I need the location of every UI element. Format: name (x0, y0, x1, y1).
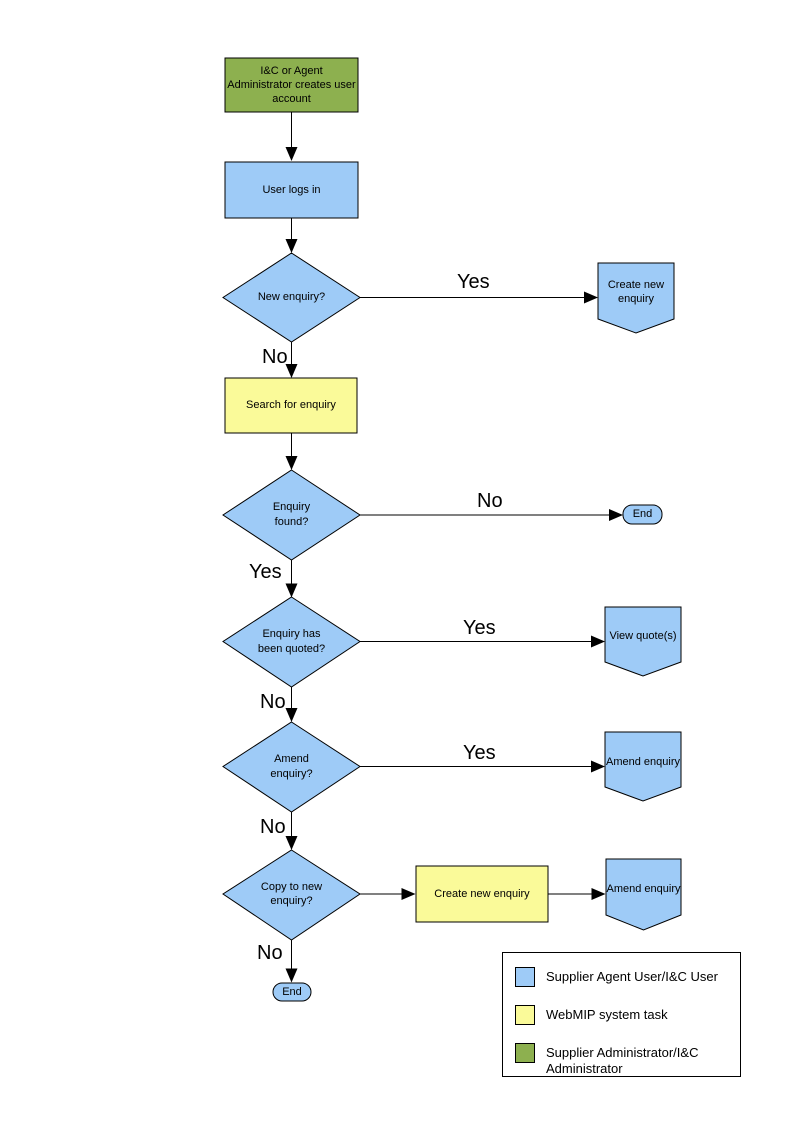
decision-copy-to-new-enquiry (222, 849, 361, 941)
offpage-amend-enquiry (604, 731, 682, 802)
offpage-create-new-enquiry (597, 262, 675, 334)
legend-swatch-user (515, 967, 535, 987)
legend-label-user: Supplier Agent User/I&C User (546, 969, 718, 984)
flowchart-edges (285, 112, 623, 983)
terminator-end-bottom (272, 982, 312, 1002)
legend-item-user: Supplier Agent User/I&C User (515, 967, 740, 987)
legend: Supplier Agent User/I&C User WebMIP syst… (502, 952, 741, 1077)
offpage-amend-enquiry-2 (605, 858, 682, 931)
decision-new-enquiry (222, 252, 361, 343)
process-user-logs-in (224, 161, 359, 219)
decision-amend-enquiry (222, 721, 361, 813)
legend-label-admin: Supplier Administrator/I&C Administrator (546, 1045, 699, 1076)
legend-label-system: WebMIP system task (546, 1007, 668, 1022)
legend-swatch-admin (515, 1043, 535, 1063)
offpage-view-quotes (604, 606, 682, 677)
task-search-for-enquiry (224, 377, 358, 434)
terminator-end-right (622, 504, 663, 525)
decision-enquiry-quoted (222, 596, 361, 688)
legend-swatch-system (515, 1005, 535, 1025)
task-create-new-enquiry (415, 865, 549, 923)
decision-enquiry-found (222, 469, 361, 561)
process-admin-creates-account (224, 57, 359, 113)
legend-item-admin: Supplier Administrator/I&C Administrator (515, 1043, 740, 1076)
legend-item-system: WebMIP system task (515, 1005, 740, 1025)
